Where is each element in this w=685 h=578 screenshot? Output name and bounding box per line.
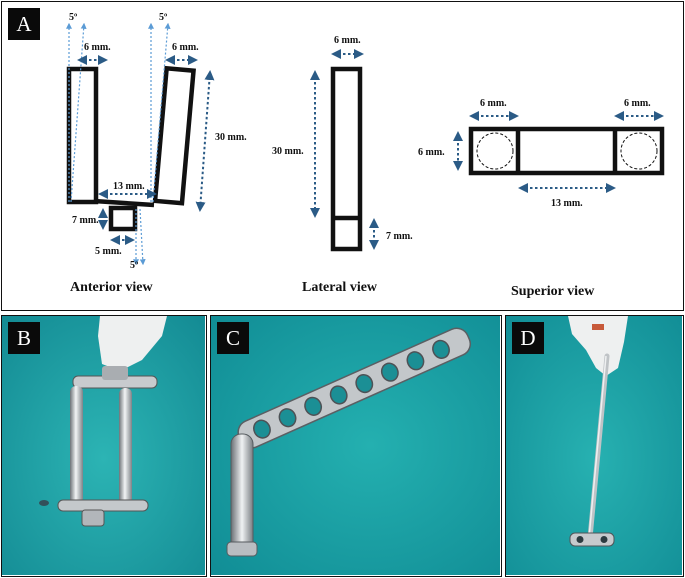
bar-hole-left	[576, 536, 584, 543]
superior-depth: 6 mm.	[418, 147, 445, 158]
panel-c-photo: C	[210, 315, 502, 577]
base-bar	[93, 198, 155, 208]
panel-label-c: C	[217, 322, 249, 354]
drape-mark	[39, 500, 49, 506]
anterior-frame	[66, 65, 196, 232]
anterior-angle-right: 5º	[159, 12, 168, 23]
left-rod-photo	[70, 386, 83, 508]
rod-highlight	[588, 355, 607, 539]
left-rod	[66, 66, 99, 205]
bone-plate	[237, 327, 472, 449]
bar-hole-right	[600, 536, 608, 543]
lateral-view-title: Lateral view	[302, 280, 378, 295]
superior-view-title: Superior view	[511, 284, 595, 299]
lateral-tab-height: 7 mm.	[386, 231, 413, 242]
panel-label-d: D	[512, 322, 544, 354]
anterior-dimensions	[77, 55, 215, 245]
anterior-width-left: 6 mm.	[84, 42, 111, 53]
schematic-drawing: 5º 5º 5º 6 mm. 6 mm. 30 mm. 13 mm. 7 mm.…	[66, 12, 665, 299]
superior-width-right: 6 mm.	[624, 98, 651, 109]
bottom-bar	[57, 499, 149, 512]
anterior-tab-width: 5 mm.	[95, 246, 122, 257]
right-rod-photo	[119, 388, 132, 508]
anterior-tab-height: 7 mm.	[72, 215, 99, 226]
glove-cuff	[592, 324, 604, 330]
device-photo-lateral	[506, 316, 682, 575]
superior-view: 6 mm. 6 mm. 6 mm. 13 mm. Superior view	[418, 98, 665, 299]
top-clamp	[102, 366, 128, 380]
rod-end	[226, 541, 258, 557]
lateral-dimensions	[310, 49, 379, 250]
anterior-angle-left: 5º	[69, 12, 78, 23]
panel-d-photo: D	[505, 315, 684, 577]
gloved-hand	[568, 316, 628, 376]
anterior-height: 30 mm.	[215, 132, 247, 143]
anterior-width-right: 6 mm.	[172, 42, 199, 53]
rod-photo	[230, 433, 254, 555]
anterior-view-title: Anterior view	[70, 280, 153, 295]
anterior-angle-bottom: 5º	[130, 260, 139, 271]
anterior-span: 13 mm.	[113, 181, 145, 192]
lateral-frame	[330, 66, 363, 252]
anterior-tab	[108, 205, 138, 232]
right-rod	[152, 65, 196, 206]
panel-b-photo: B	[1, 315, 207, 577]
rod-photo	[587, 353, 610, 541]
lateral-view: 6 mm. 30 mm. 7 mm. Lateral view	[272, 35, 413, 295]
panel-label-b: B	[8, 322, 40, 354]
gloved-hand	[98, 316, 167, 371]
lateral-width: 6 mm.	[334, 35, 361, 46]
panel-a-diagram: A	[1, 1, 684, 311]
bottom-tab	[81, 509, 105, 527]
anterior-view: 5º 5º 5º 6 mm. 6 mm. 30 mm. 13 mm. 7 mm.…	[66, 12, 247, 295]
superior-dimensions	[453, 111, 664, 193]
angle-lines	[66, 22, 171, 266]
superior-rod-right	[620, 132, 658, 170]
panel-label-a: A	[8, 8, 40, 40]
superior-rod-left	[476, 132, 514, 170]
lateral-height: 30 mm.	[272, 146, 304, 157]
superior-frame	[468, 126, 665, 176]
device-photo-anterior	[2, 316, 205, 575]
superior-span: 13 mm.	[551, 198, 583, 209]
device-photo-with-plate	[211, 316, 500, 575]
superior-width-left: 6 mm.	[480, 98, 507, 109]
plate-holes	[253, 339, 450, 439]
